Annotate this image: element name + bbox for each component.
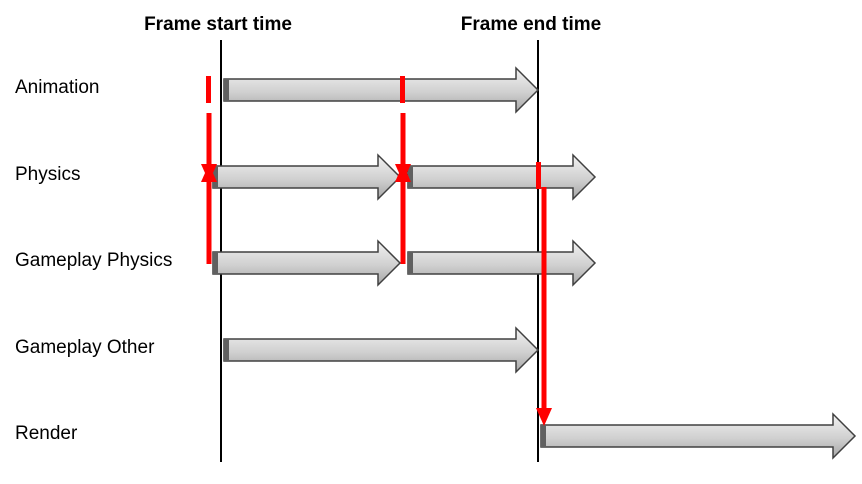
dep-arrow-physics-to-render: [536, 187, 552, 426]
arrow-animation: [223, 66, 540, 114]
row-label-gameplay-physics: Gameplay Physics: [15, 250, 172, 271]
task-arrows: [212, 66, 857, 460]
dependency-markers: [201, 76, 552, 426]
arrow-render: [540, 412, 857, 460]
arrow-gameplay-physics-2: [407, 239, 597, 287]
frame-end-header: Frame end time: [461, 14, 601, 35]
row-label-render: Render: [15, 423, 78, 444]
dep-arrow-gameplay-to-physics-mid: [395, 164, 411, 264]
row-label-animation: Animation: [15, 77, 100, 98]
arrow-physics-1: [212, 153, 402, 201]
dep-marker-animation-start: [206, 76, 211, 103]
arrow-physics-2: [407, 153, 597, 201]
arrow-gameplay-physics-1: [212, 239, 402, 287]
row-label-gameplay-other: Gameplay Other: [15, 337, 155, 358]
arrow-gameplay-other: [223, 326, 540, 374]
row-label-physics: Physics: [15, 164, 80, 185]
dep-arrow-gameplay-to-physics: [201, 164, 217, 264]
dep-marker-physics-end: [536, 162, 541, 189]
frame-start-header: Frame start time: [144, 14, 292, 35]
dep-marker-animation-mid: [400, 76, 405, 103]
